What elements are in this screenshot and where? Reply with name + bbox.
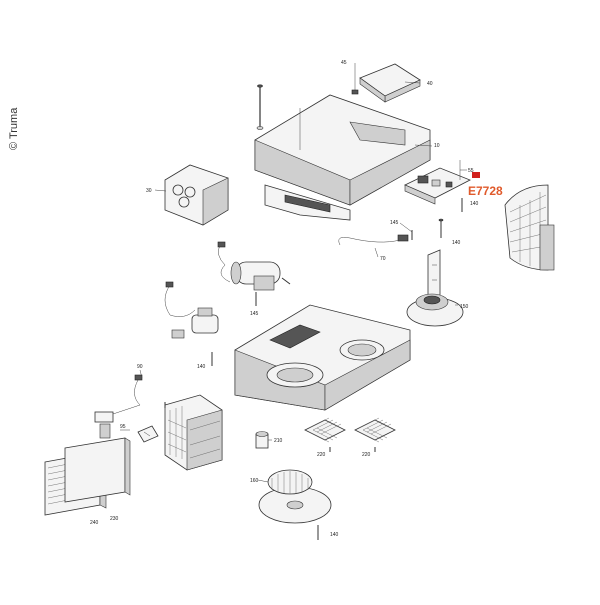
label-140-d: 140	[330, 532, 339, 538]
label-30: 30	[146, 188, 152, 194]
label-95: 95	[120, 424, 126, 430]
part-control-board[interactable]	[404, 160, 471, 205]
label-55: 55	[468, 168, 474, 174]
label-160: 160	[250, 478, 259, 484]
label-70: 70	[380, 256, 386, 262]
label-220-a: 220	[317, 452, 326, 458]
label-140-c: 140	[197, 364, 206, 370]
part-bracket[interactable]	[427, 249, 441, 301]
part-clip[interactable]	[137, 425, 159, 443]
label-45: 45	[341, 60, 347, 66]
part-fan[interactable]	[406, 293, 464, 327]
part-cable[interactable]	[338, 234, 409, 258]
part-top-housing[interactable]	[254, 94, 433, 221]
label-145-a: 145	[390, 220, 399, 226]
part-filter-mat[interactable]	[64, 437, 131, 503]
part-coil-exchanger[interactable]	[504, 184, 555, 271]
part-long-bolt[interactable]	[256, 84, 264, 130]
part-sensor[interactable]	[164, 281, 219, 366]
part-grille-right[interactable]	[354, 417, 396, 452]
label-210: 210	[274, 438, 283, 444]
label-220-b: 220	[362, 452, 371, 458]
label-140-a: 140	[470, 201, 479, 207]
label-140-b: 140	[452, 240, 461, 246]
label-145-b: 145	[250, 311, 259, 317]
part-thermostat-wire[interactable]	[94, 369, 143, 439]
part-cap[interactable]	[255, 431, 272, 449]
label-150: 150	[460, 304, 469, 310]
label-10: 10	[434, 143, 440, 149]
highlight-code[interactable]: E7728	[468, 184, 503, 198]
part-grille-left[interactable]	[304, 417, 346, 452]
part-board-screws[interactable]	[438, 198, 463, 238]
label-240: 240	[90, 520, 99, 526]
part-blower[interactable]	[257, 469, 332, 540]
highlight-marker	[472, 172, 480, 178]
part-filter-cartridge[interactable]	[154, 164, 229, 226]
part-motor[interactable]	[217, 241, 291, 306]
part-heat-exchanger[interactable]	[164, 394, 223, 471]
label-90: 90	[137, 364, 143, 370]
copyright-text: © Truma	[8, 107, 20, 150]
part-cover-plate[interactable]	[351, 63, 421, 103]
label-40: 40	[427, 81, 433, 87]
label-230: 230	[110, 516, 119, 522]
part-base-housing[interactable]	[234, 304, 411, 411]
